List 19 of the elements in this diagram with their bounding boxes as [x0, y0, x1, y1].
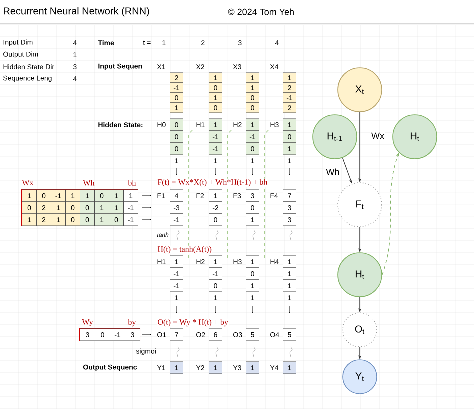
title: Recurrent Neural Network (RNN) — [4, 7, 150, 17]
edge-label: Wh — [326, 168, 340, 176]
circle-node: X$_{t}$ — [338, 68, 382, 112]
edge-label: Wx — [372, 132, 384, 140]
matrix-name: by — [128, 319, 136, 327]
circle-node: H$_{t}$ — [392, 114, 438, 160]
matrix-name: bh — [128, 180, 136, 186]
circle-node: O$_{t}$ — [342, 312, 378, 348]
circle-node: H$_{t-1}$ — [312, 114, 358, 160]
matrix-name: Wh — [83, 180, 95, 186]
formula: H(t) = tanh(A(t)) — [158, 246, 212, 254]
circle-node: Y$_{t}$ — [342, 360, 378, 394]
circle-node: F$_{t}$ — [338, 182, 382, 228]
sheet-text: © 2024 Tom Yeh — [228, 8, 294, 16]
matrix-name: Wx — [22, 180, 34, 186]
formula: F(t) = Wx*X(t) + Wh*H(t-1) + bh — [158, 179, 268, 187]
matrix-name: Wy — [82, 320, 94, 326]
formula: O(t) = Wy * H(t) + by — [158, 319, 228, 327]
circle-node: H$_{t}$ — [338, 252, 382, 298]
